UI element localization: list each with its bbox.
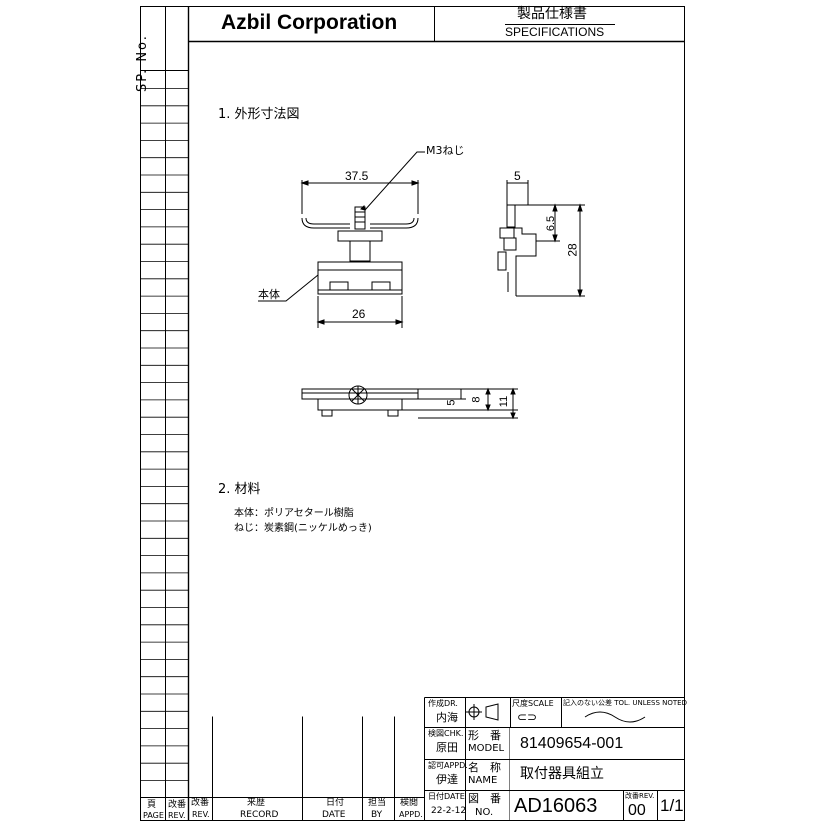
dr-name: 内海 (436, 711, 458, 724)
dim-5-side: 5 (445, 399, 458, 406)
page-number: 1/1 (660, 796, 684, 815)
dim-28: 28 (565, 243, 580, 257)
dim-8: 8 (470, 396, 483, 403)
model-label-en: MODEL (468, 743, 505, 754)
rev2-label-jp: 改番 (191, 798, 210, 808)
dim-37-5: 37.5 (345, 169, 369, 183)
dim-5-top: 5 (514, 169, 521, 183)
no-label-en: NO. (475, 807, 494, 818)
scale-value-icon: ⊂⊃ (517, 710, 538, 724)
no-label-jp: 図 番 (468, 792, 501, 805)
record-label-en: RECORD (240, 810, 279, 820)
material-line-1: 本体：ポリアセタール樹脂 (234, 508, 354, 519)
record-label-jp: 来歴 (247, 798, 266, 808)
page-label-en: PAGE (143, 811, 164, 820)
name-value: 取付器具組立 (520, 766, 604, 782)
rev-label-en: REV. (168, 811, 186, 820)
by-label-en: BY (371, 810, 383, 820)
dim-6-5: 6.5 (545, 215, 558, 232)
dim-26: 26 (352, 307, 366, 321)
screw-label: M3ねじ (426, 144, 465, 157)
rev-label-jp: 改番 (168, 800, 187, 810)
dr-label: 作成DR. (428, 699, 458, 708)
spec-title-en: SPECIFICATIONS (505, 25, 605, 39)
section1-heading: 1. 外形寸法図 (218, 107, 300, 122)
date-label: 日付DATE (428, 792, 465, 801)
model-label-jp: 形 番 (468, 729, 501, 742)
chk-name: 原田 (436, 741, 458, 754)
date-label-jp: 日付 (326, 798, 345, 808)
model-value: 81409654-001 (520, 735, 624, 752)
spec-title-jp: 製品仕様書 (517, 6, 587, 22)
name-label-jp: 名 称 (468, 761, 501, 774)
page-label-jp: 頁 (147, 800, 157, 810)
appd-label: 認可APPD. (428, 761, 468, 770)
dim-11: 11 (498, 395, 511, 408)
chk-label: 検図CHK. (428, 729, 464, 738)
name-label-en: NAME (468, 775, 498, 786)
section2-heading: 2. 材料 (218, 482, 261, 497)
sp-no-label: SP. No. (135, 34, 150, 92)
scale-label: 尺度SCALE (512, 699, 554, 708)
appd-label-en: APPD. (399, 810, 423, 819)
drawing-number: AD16063 (514, 795, 598, 817)
rev-label: 改番REV. (625, 792, 655, 800)
appd-label-jp: 検閲 (400, 798, 419, 808)
spec-title-underline (505, 24, 615, 25)
appd-name: 伊達 (436, 773, 458, 786)
date-value: 22-2-12 (431, 806, 467, 816)
rev-value: 00 (628, 802, 646, 819)
by-label-jp: 担当 (368, 798, 387, 808)
date-label-en: DATE (322, 810, 346, 820)
rev2-label-en: REV. (192, 810, 210, 819)
body-label: 本体 (258, 288, 280, 301)
tol-label: 記入のない公差 TOL. UNLESS NOTED (563, 699, 687, 707)
material-line-2: ねじ：炭素鋼(ニッケルめっき) (234, 523, 372, 534)
company-name: Azbil Corporation (221, 11, 398, 34)
